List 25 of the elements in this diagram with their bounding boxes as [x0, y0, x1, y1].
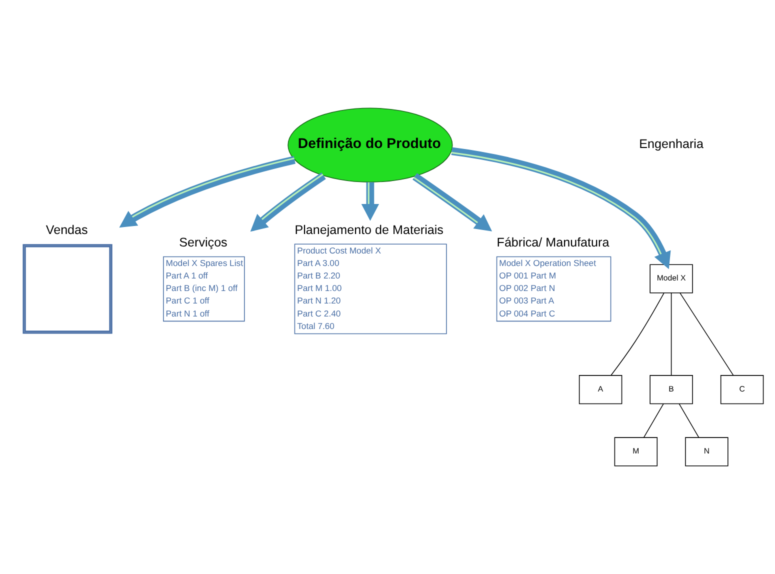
node-label: Planejamento de Materiais	[294, 222, 444, 237]
arrow	[412, 173, 492, 232]
connector	[610, 292, 664, 376]
arrow	[361, 182, 380, 221]
node-box: B	[650, 375, 693, 404]
arrow	[119, 156, 296, 228]
node-box: A	[578, 375, 622, 404]
node-box: Model X	[650, 264, 693, 294]
connector	[643, 403, 664, 438]
node-label: Vendas	[46, 222, 88, 237]
label: Engenharia	[639, 137, 704, 152]
node-ellipse: Definição do Produto	[288, 108, 453, 182]
node-box: Model X Spares List Part A 1 off Part B (inc M) 1 off Part C 1 off Part N 1 off	[163, 256, 245, 322]
node-box: M	[614, 437, 658, 466]
connector	[670, 292, 672, 376]
arrow	[250, 172, 326, 232]
node-box: Model X Operation Sheet OP 001 Part M OP 002 Part N OP 003 Part A OP 004 Part C	[496, 256, 612, 322]
node-box: N	[685, 437, 728, 466]
node-box: C	[720, 375, 764, 404]
node-label: Fábrica/ Manufatura	[496, 235, 610, 250]
arrow	[451, 147, 671, 270]
connector	[678, 403, 700, 438]
node-label: Serviços	[179, 235, 228, 250]
node-box: Product Cost Model X Part A 3.00 Part B 2.20 Part M 1.00 Part N 1.20 Part C 2.40 Total 7.60	[294, 244, 447, 334]
connector	[680, 292, 734, 376]
